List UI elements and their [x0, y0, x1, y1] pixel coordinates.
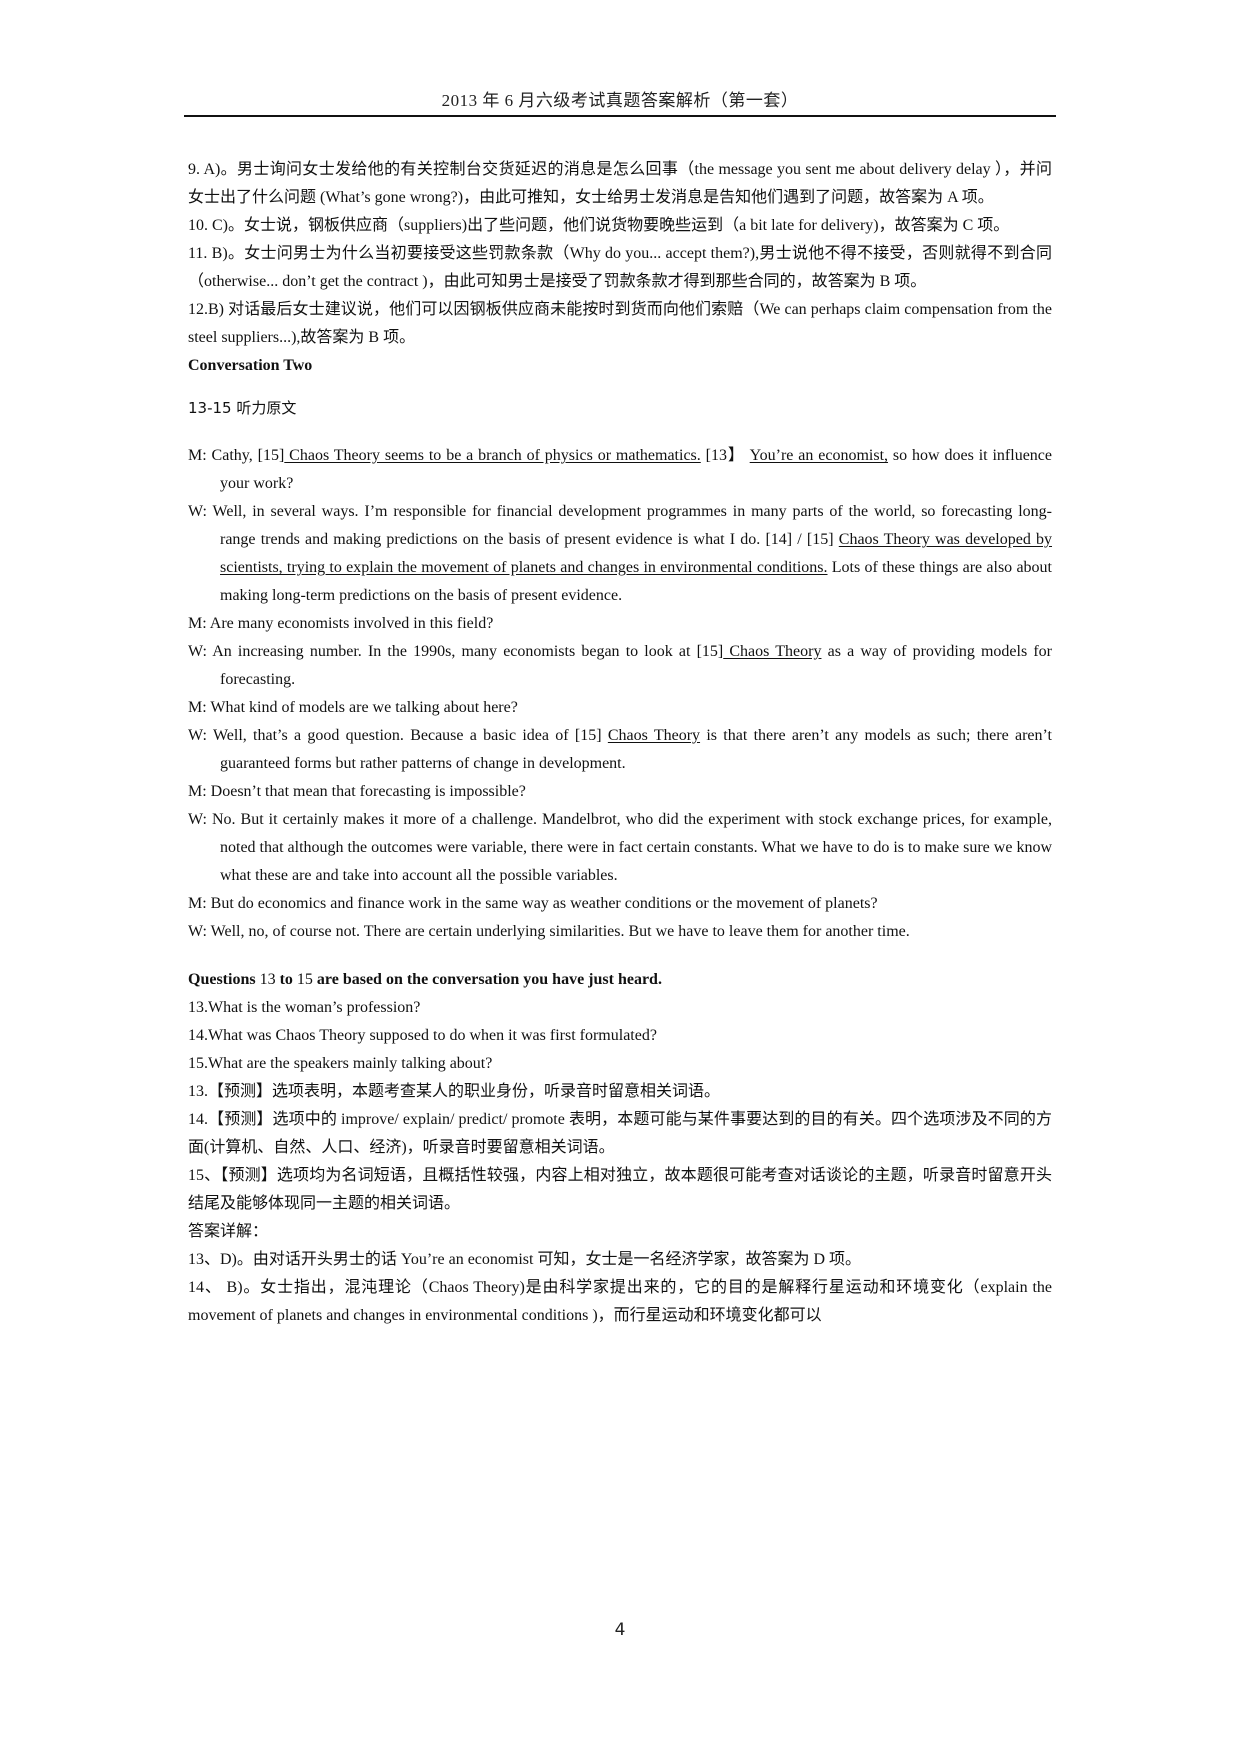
explanation-label: 答案详解：: [188, 1223, 269, 1240]
spacer: [188, 422, 1052, 442]
questions-intro: Questions 13 to 15 are based on the conv…: [188, 966, 1052, 994]
prediction-14: 14.【预测】选项中的 improve/ explain/ predict/ p…: [188, 1111, 1052, 1156]
speaker-label: M:: [188, 895, 207, 912]
dialogue-text: Lots of these things are also about maki…: [220, 559, 1052, 604]
dialogue-transcript: M: Cathy, [15] Chaos Theory seems to be …: [188, 442, 1052, 946]
speaker-label: W:: [188, 923, 207, 940]
dialogue-line: W: Well, no, of course not. There are ce…: [188, 918, 1052, 946]
dialogue-line: M: Cathy, [15] Chaos Theory seems to be …: [188, 442, 1052, 498]
dialogue-line: W: Well, in several ways. I’m responsibl…: [188, 498, 1052, 610]
speaker-label: M:: [188, 699, 207, 716]
answer-10: 10. C)。女士说，钢板供应商（suppliers)出了些问题，他们说货物要晚…: [188, 217, 1010, 234]
prediction-13: 13.【预测】选项表明，本题考查某人的职业身份，听录音时留意相关词语。: [188, 1083, 721, 1100]
dialogue-text: But do economics and finance work in the…: [206, 895, 878, 912]
page-number: 4: [614, 1620, 626, 1640]
speaker-label: W:: [188, 643, 207, 660]
explanation-14: 14、 B)。女士指出，混沌理论（Chaos Theory)是由科学家提出来的，…: [188, 1279, 1052, 1324]
dialogue-text: Well, that’s a good question. Because a …: [206, 727, 608, 744]
dialogue-text: Doesn’t that mean that forecasting is im…: [206, 783, 526, 800]
dialogue-text: is that there aren’t any models as such;…: [220, 727, 1052, 772]
underlined-key-phrase: You’re an economist,: [749, 447, 889, 464]
dialogue-text: An increasing number. In the 1990s, many…: [206, 643, 724, 660]
dialogue-text: Well, in several ways. I’m responsible f…: [206, 503, 1052, 548]
dialogue-text: as a way of providing models for forecas…: [220, 643, 1052, 688]
dialogue-line: W: Well, that’s a good question. Because…: [188, 722, 1052, 778]
answer-9: 9. A)。男士询问女士发给他的有关控制台交货延迟的消息是怎么回事（the me…: [188, 161, 1052, 206]
speaker-label: W:: [188, 503, 207, 520]
dialogue-line: M: Are many economists involved in this …: [188, 610, 1052, 638]
underlined-key-phrase: Chaos Theory: [607, 727, 701, 744]
dialogue-text: Cathy, [15]: [206, 447, 285, 464]
dialogue-line: M: What kind of models are we talking ab…: [188, 694, 1052, 722]
spacer: [188, 380, 1052, 394]
dialogue-line: M: Doesn’t that mean that forecasting is…: [188, 778, 1052, 806]
questions-intro-c: to: [279, 971, 293, 988]
dialogue-text: [13】: [700, 447, 750, 464]
speaker-label: M:: [188, 615, 207, 632]
question-13: 13.What is the woman’s profession?: [188, 999, 421, 1016]
header-rule: [184, 115, 1056, 117]
spacer: [188, 946, 1052, 966]
document-body: 9. A)。男士询问女士发给他的有关控制台交货延迟的消息是怎么回事（the me…: [188, 156, 1052, 1330]
underlined-key-phrase: Chaos Theory seems to be a branch of phy…: [284, 447, 701, 464]
speaker-label: W:: [188, 811, 207, 828]
speaker-label: W:: [188, 727, 207, 744]
explanation-13: 13、D)。由对话开头男士的话 You’re an economist 可知，女…: [188, 1251, 862, 1268]
questions-intro-e: are based on the conversation you have j…: [316, 971, 662, 988]
dialogue-text: so how does it influence your work?: [220, 447, 1052, 492]
answer-11: 11. B)。女士问男士为什么当初要接受这些罚款条款（Why do you...…: [188, 245, 1052, 290]
underlined-key-phrase: Chaos Theory: [723, 643, 822, 660]
dialogue-line: M: But do economics and finance work in …: [188, 890, 1052, 918]
transcript-label: 13-15 听力原文: [188, 399, 297, 417]
dialogue-text: What kind of models are we talking about…: [206, 699, 518, 716]
dialogue-text: Are many economists involved in this fie…: [206, 615, 494, 632]
questions-intro-d: 15: [292, 971, 317, 988]
questions-intro-a: Questions: [188, 971, 256, 988]
section-title: Conversation Two: [188, 357, 313, 374]
dialogue-line: W: An increasing number. In the 1990s, m…: [188, 638, 1052, 694]
prediction-15: 15、【预测】选项均为名词短语，且概括性较强，内容上相对独立，故本题很可能考查对…: [188, 1167, 1052, 1212]
dialogue-line: W: No. But it certainly makes it more of…: [188, 806, 1052, 890]
questions-intro-b: 13: [255, 971, 280, 988]
answer-12: 12.B) 对话最后女士建议说，他们可以因钢板供应商未能按时到货而向他们索赔（W…: [188, 301, 1052, 346]
question-14: 14.What was Chaos Theory supposed to do …: [188, 1027, 657, 1044]
underlined-key-phrase: Chaos Theory was developed by scientists…: [220, 531, 1053, 576]
speaker-label: M:: [188, 783, 207, 800]
question-15: 15.What are the speakers mainly talking …: [188, 1055, 493, 1072]
dialogue-text: No. But it certainly makes it more of a …: [206, 811, 1052, 884]
page-header-title: 2013 年 6 月六级考试真题答案解析（第一套）: [441, 91, 799, 110]
dialogue-text: Well, no, of course not. There are certa…: [206, 923, 910, 940]
speaker-label: M:: [188, 447, 207, 464]
